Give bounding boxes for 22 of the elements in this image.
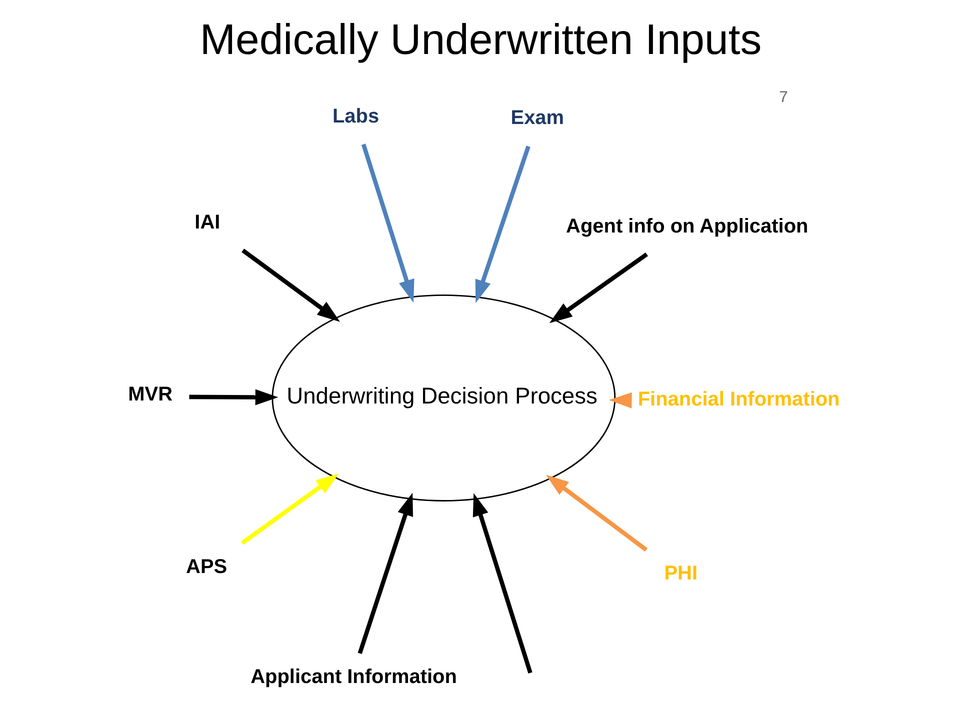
- node-ellipse: Underwriting Decision Process: [272, 294, 616, 502]
- node-text: Exam: [510, 107, 564, 130]
- node-text: Financial Information: [638, 388, 840, 411]
- arrow: [475, 146, 530, 303]
- diagram-title: Medically Underwritten Inputs: [200, 16, 762, 64]
- node-text: PHI: [664, 562, 698, 585]
- node-text: MVR: [128, 384, 173, 406]
- arrow: [549, 252, 648, 324]
- node-text: Applicant Information: [250, 666, 457, 688]
- node-text: Labs: [332, 105, 380, 128]
- node-text: IAI: [194, 211, 220, 234]
- arrow: [472, 493, 532, 674]
- node-text: APS: [186, 556, 228, 578]
- arrow: [361, 144, 414, 303]
- label: 7: [779, 89, 788, 106]
- arrow: [358, 492, 414, 654]
- arrow: [608, 392, 632, 408]
- arrow: [189, 389, 278, 406]
- node-text: Agent info on Application: [566, 215, 808, 238]
- arrow: [242, 248, 340, 322]
- arrow: [240, 473, 339, 545]
- arrow: [546, 474, 648, 552]
